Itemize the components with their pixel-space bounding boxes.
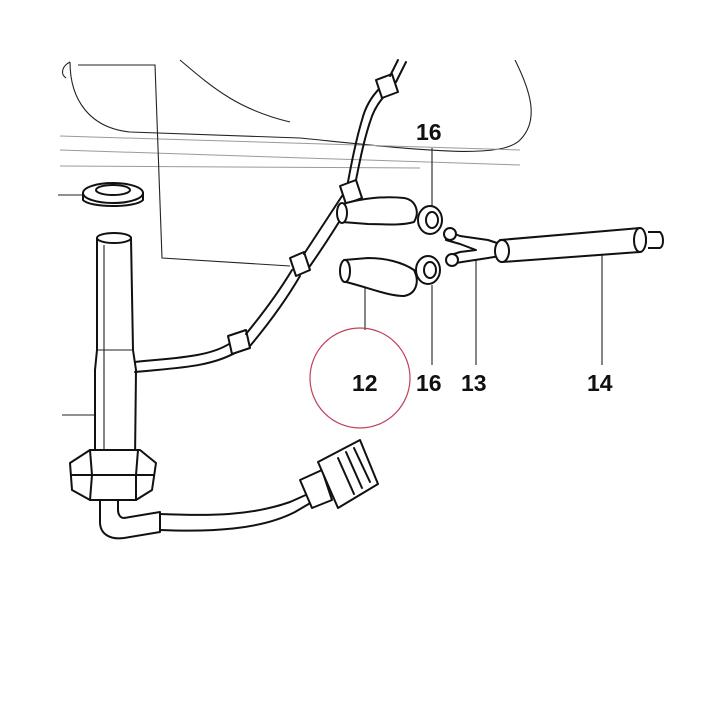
tank-outline [59,59,532,169]
callout-16-top: 16 [416,119,442,145]
hose-12-upper-part [336,196,418,226]
clamp-16-lower-part [415,255,441,285]
hose-12-lower-part [339,257,418,297]
y-piece-13-part [443,227,501,267]
highlight-circle [309,327,411,429]
bottom-cable-part [99,493,313,540]
clamp-16-upper-part [417,205,443,235]
sealing-ring-part [82,182,144,207]
callout-12: 12 [352,370,378,396]
callout-16-bottom: 16 [416,370,442,396]
hex-nut-part [69,449,157,501]
callout-14: 14 [587,370,613,396]
callout-13: 13 [461,370,487,396]
hose-14-part [494,227,664,263]
sender-tube-part [94,232,137,461]
wire-harness-part [134,59,407,373]
leader-lines [58,64,603,416]
connector-plug-part [299,439,379,509]
